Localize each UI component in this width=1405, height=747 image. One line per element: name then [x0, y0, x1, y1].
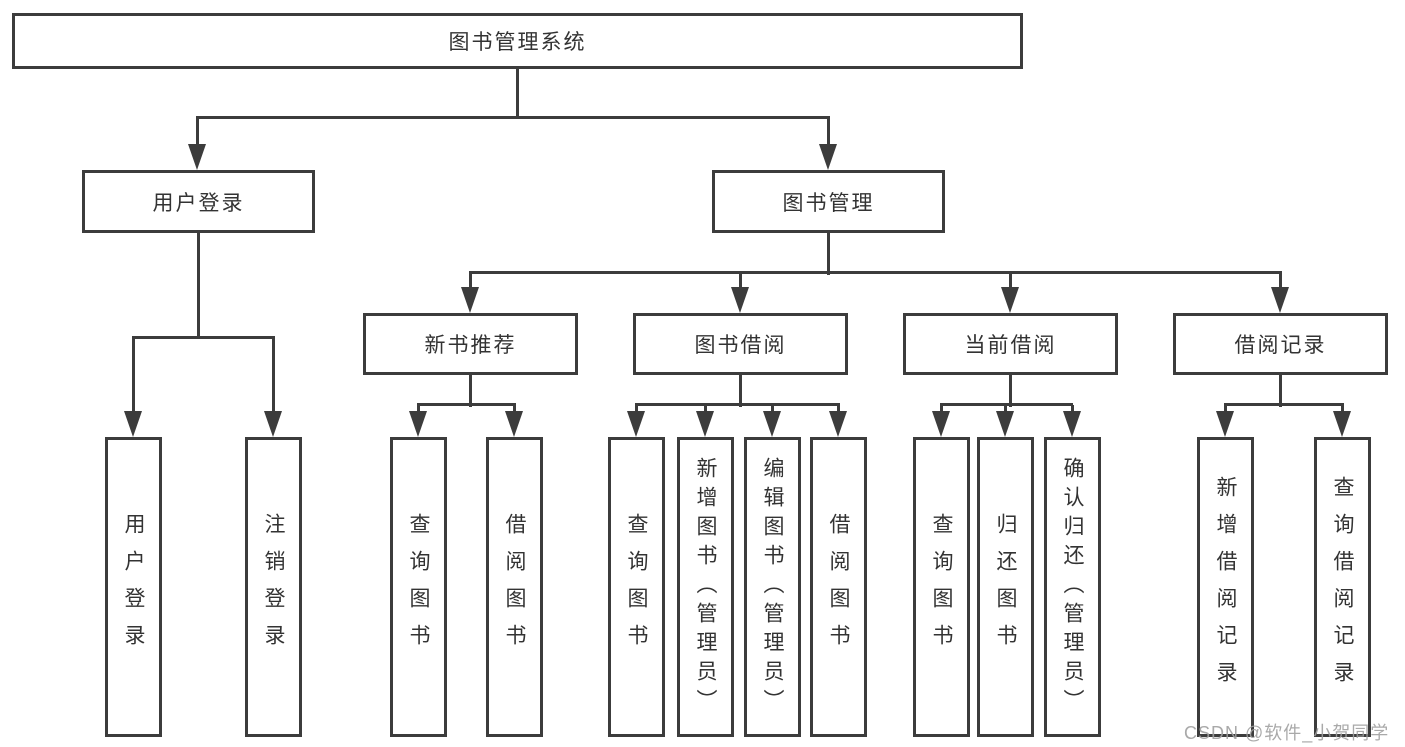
arrowhead-down-icon	[627, 411, 645, 437]
arrowhead-down-icon	[409, 411, 427, 437]
node-book-management-module: 图书管理	[712, 170, 945, 233]
leaf-confirm-return-admin: 确认归还（管理员）	[1044, 437, 1101, 737]
arrowhead-down-icon	[731, 287, 749, 313]
leaf-edit-books-admin: 编辑图书（管理员）	[744, 437, 801, 737]
connector-line	[704, 405, 707, 415]
connector-line	[1279, 273, 1282, 291]
arrowhead-down-icon	[1271, 287, 1289, 313]
arrowhead-down-icon	[763, 411, 781, 437]
node-library-management-system: 图书管理系统	[12, 13, 1023, 69]
connector-line	[739, 273, 742, 291]
arrowhead-down-icon	[1063, 411, 1081, 437]
connector-line	[1004, 405, 1007, 415]
arrowhead-down-icon	[696, 411, 714, 437]
leaf-add-borrow-record-label: 新增借阅记录	[1214, 476, 1237, 698]
leaf-edit-books-admin-label: 编辑图书（管理员）	[761, 456, 784, 718]
arrowhead-down-icon	[124, 411, 142, 437]
connector-line	[196, 116, 830, 119]
connector-line	[1071, 405, 1074, 415]
connector-line	[469, 375, 472, 407]
arrowhead-down-icon	[1001, 287, 1019, 313]
arrowhead-down-icon	[264, 411, 282, 437]
arrowhead-down-icon	[188, 144, 206, 170]
node-current-borrow-label: 当前借阅	[964, 334, 1057, 357]
connector-line	[1009, 375, 1012, 407]
arrowhead-down-icon	[1216, 411, 1234, 437]
leaf-current-query-books: 查询图书	[913, 437, 970, 737]
leaf-recommend-query-books: 查询图书	[390, 437, 447, 737]
connector-line	[1341, 405, 1344, 415]
leaf-user-login-label: 用户登录	[122, 513, 145, 661]
connector-line	[513, 405, 516, 415]
connector-line	[739, 375, 742, 407]
leaf-user-login: 用户登录	[105, 437, 162, 737]
connector-line	[469, 271, 1282, 274]
arrowhead-down-icon	[819, 144, 837, 170]
leaf-current-query-books-label: 查询图书	[930, 513, 953, 661]
leaf-borrow-query-books-label: 查询图书	[625, 513, 648, 661]
leaf-query-borrow-record: 查询借阅记录	[1314, 437, 1371, 737]
connector-line	[1224, 405, 1227, 415]
connector-line	[1224, 403, 1344, 406]
connector-line	[940, 403, 1073, 406]
leaf-query-borrow-record-label: 查询借阅记录	[1331, 476, 1354, 698]
node-new-book-recommend: 新书推荐	[363, 313, 578, 375]
connector-line	[827, 118, 830, 148]
connector-line	[635, 405, 638, 415]
connector-line	[635, 403, 840, 406]
watermark: CSDN @软件_小贺同学	[1184, 723, 1390, 743]
leaf-add-books-admin-label: 新增图书（管理员）	[694, 456, 717, 718]
leaf-logout: 注销登录	[245, 437, 302, 737]
connector-line	[197, 233, 200, 339]
arrowhead-down-icon	[1333, 411, 1351, 437]
connector-line	[837, 405, 840, 415]
connector-line	[516, 69, 519, 118]
arrowhead-down-icon	[461, 287, 479, 313]
connector-line	[1279, 375, 1282, 407]
arrowhead-down-icon	[996, 411, 1014, 437]
connector-line	[827, 233, 830, 275]
arrowhead-down-icon	[505, 411, 523, 437]
leaf-borrow-query-books: 查询图书	[608, 437, 665, 737]
leaf-recommend-borrow-books: 借阅图书	[486, 437, 543, 737]
connector-line	[1009, 273, 1012, 291]
connector-line	[771, 405, 774, 415]
leaf-confirm-return-admin-label: 确认归还（管理员）	[1061, 456, 1084, 718]
leaf-add-books-admin: 新增图书（管理员）	[677, 437, 734, 737]
node-book-borrow: 图书借阅	[633, 313, 848, 375]
leaf-borrow-books-label: 借阅图书	[827, 513, 850, 661]
node-user-login-module-label: 用户登录	[152, 191, 245, 215]
connector-line	[940, 405, 943, 415]
node-book-management-module-label: 图书管理	[782, 191, 875, 215]
node-new-book-recommend-label: 新书推荐	[424, 334, 517, 357]
leaf-logout-label: 注销登录	[262, 513, 285, 661]
leaf-recommend-borrow-books-label: 借阅图书	[503, 513, 526, 661]
connector-line	[272, 337, 275, 415]
connector-line	[196, 118, 199, 148]
node-borrow-records: 借阅记录	[1173, 313, 1388, 375]
leaf-return-books: 归还图书	[977, 437, 1034, 737]
leaf-add-borrow-record: 新增借阅记录	[1197, 437, 1254, 737]
leaf-recommend-query-books-label: 查询图书	[407, 513, 430, 661]
node-borrow-records-label: 借阅记录	[1234, 334, 1327, 357]
connector-line	[469, 273, 472, 291]
arrowhead-down-icon	[932, 411, 950, 437]
connector-line	[132, 337, 135, 415]
arrowhead-down-icon	[829, 411, 847, 437]
leaf-return-books-label: 归还图书	[994, 513, 1017, 661]
node-current-borrow: 当前借阅	[903, 313, 1118, 375]
connector-line	[417, 405, 420, 415]
connector-line	[132, 336, 275, 339]
node-book-borrow-label: 图书借阅	[694, 334, 787, 357]
node-user-login-module: 用户登录	[82, 170, 315, 233]
leaf-borrow-books: 借阅图书	[810, 437, 867, 737]
connector-line	[417, 403, 516, 406]
node-library-management-system-label: 图书管理系统	[448, 31, 587, 54]
